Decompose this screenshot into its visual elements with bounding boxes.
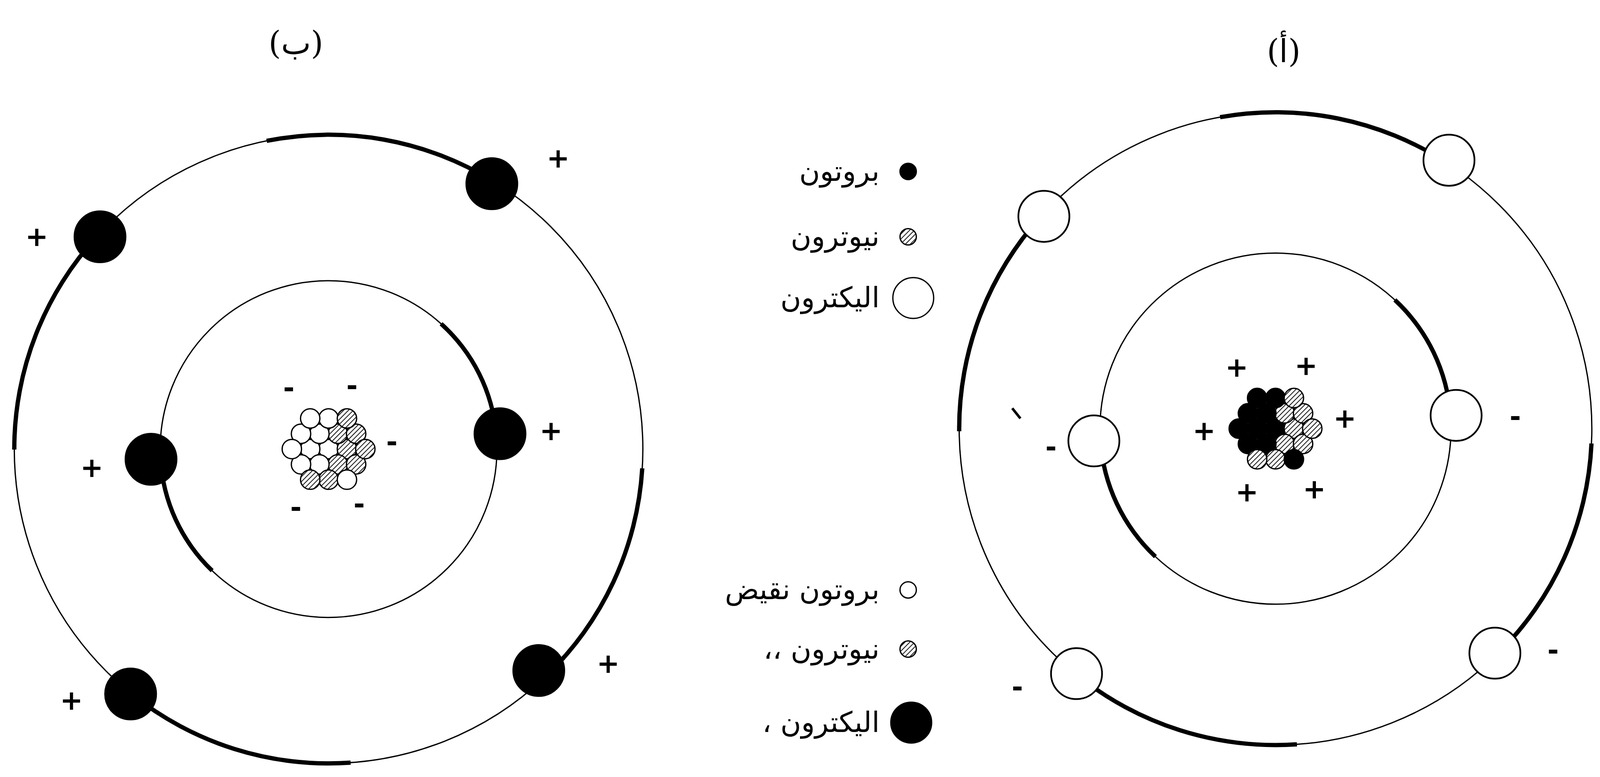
- charge-sign: +: [1333, 404, 1357, 432]
- legend-sample: [899, 163, 917, 180]
- legend-sample: [890, 701, 932, 743]
- charge-sign: +: [80, 453, 104, 482]
- orbit-trail: [1219, 110, 1449, 165]
- charge-sign: -: [386, 428, 398, 456]
- legend-text: بروتون: [799, 157, 880, 186]
- charge-sign: -: [353, 490, 366, 518]
- nucleon: [1284, 388, 1304, 408]
- orbit-trail: [266, 132, 495, 183]
- charge-sign: +: [596, 649, 620, 678]
- nucleon: [300, 470, 320, 490]
- legend-sample: [899, 641, 917, 658]
- electron: [1469, 627, 1521, 679]
- nucleon: [1265, 388, 1286, 408]
- charge-sign: -: [346, 371, 358, 400]
- electron: [1423, 134, 1475, 186]
- charge-sign: +: [25, 222, 49, 251]
- legend-sample: [899, 228, 917, 245]
- stray-mark: [1012, 408, 1021, 419]
- orbit-trail: [1495, 443, 1594, 657]
- charge-sign: -: [283, 374, 295, 402]
- charge-sign: -: [1011, 673, 1024, 701]
- nucleon: [1247, 449, 1267, 469]
- orbit-trail: [11, 233, 100, 450]
- charge-sign: +: [1302, 475, 1326, 503]
- orbit-trail: [129, 691, 351, 766]
- electron: [1051, 647, 1103, 699]
- charge-sign: +: [1294, 351, 1318, 380]
- electron: [474, 408, 526, 460]
- nucleon: [1302, 419, 1322, 439]
- electron: [104, 668, 156, 720]
- electron: [1068, 415, 1120, 467]
- nucleon: [1284, 449, 1304, 469]
- electron: [513, 644, 565, 696]
- charge-sign: +: [539, 416, 563, 445]
- electron: [1430, 389, 1482, 441]
- charge-sign: +: [1225, 353, 1249, 381]
- panel-label: (ب): [268, 26, 324, 59]
- legend-text: نيوترون: [790, 222, 880, 251]
- legend-text: نيوترون ،،: [763, 635, 880, 664]
- electron: [74, 211, 126, 263]
- electron: [466, 158, 518, 210]
- orbit-trail: [956, 213, 1044, 432]
- charge-sign: -: [1045, 433, 1058, 461]
- charge-sign: -: [1547, 636, 1559, 664]
- orbit: [14, 134, 643, 764]
- legend-sample: [899, 581, 917, 598]
- nucleon: [318, 470, 339, 490]
- nucleon: [300, 408, 320, 429]
- charge-sign: +: [1192, 416, 1216, 445]
- panel-label: (أ): [1266, 35, 1301, 67]
- nucleon: [337, 470, 357, 490]
- nucleon: [337, 408, 357, 429]
- legend-text: بروتون نقيض: [725, 575, 880, 604]
- nucleon: [1265, 449, 1286, 469]
- legend-text: اليكترون ،: [762, 708, 880, 737]
- electron: [1018, 190, 1070, 242]
- electron: [125, 433, 177, 485]
- legend-text: اليكترون: [780, 283, 880, 312]
- charge-sign: +: [546, 144, 570, 172]
- legend-sample: [892, 277, 934, 319]
- nucleon: [1247, 388, 1267, 408]
- nucleon: [281, 439, 302, 459]
- charge-sign: -: [290, 493, 302, 522]
- nucleon: [355, 439, 375, 459]
- nucleon: [1228, 419, 1249, 439]
- charge-sign: +: [59, 686, 84, 714]
- nucleon: [318, 408, 339, 429]
- orbit-trail: [1074, 672, 1298, 747]
- charge-sign: -: [1509, 402, 1522, 431]
- charge-sign: +: [1235, 478, 1259, 506]
- orbit-trail: [543, 468, 645, 679]
- matter-atom: [956, 110, 1594, 747]
- orbit: [958, 112, 1592, 745]
- antimatter-atom: [11, 132, 645, 766]
